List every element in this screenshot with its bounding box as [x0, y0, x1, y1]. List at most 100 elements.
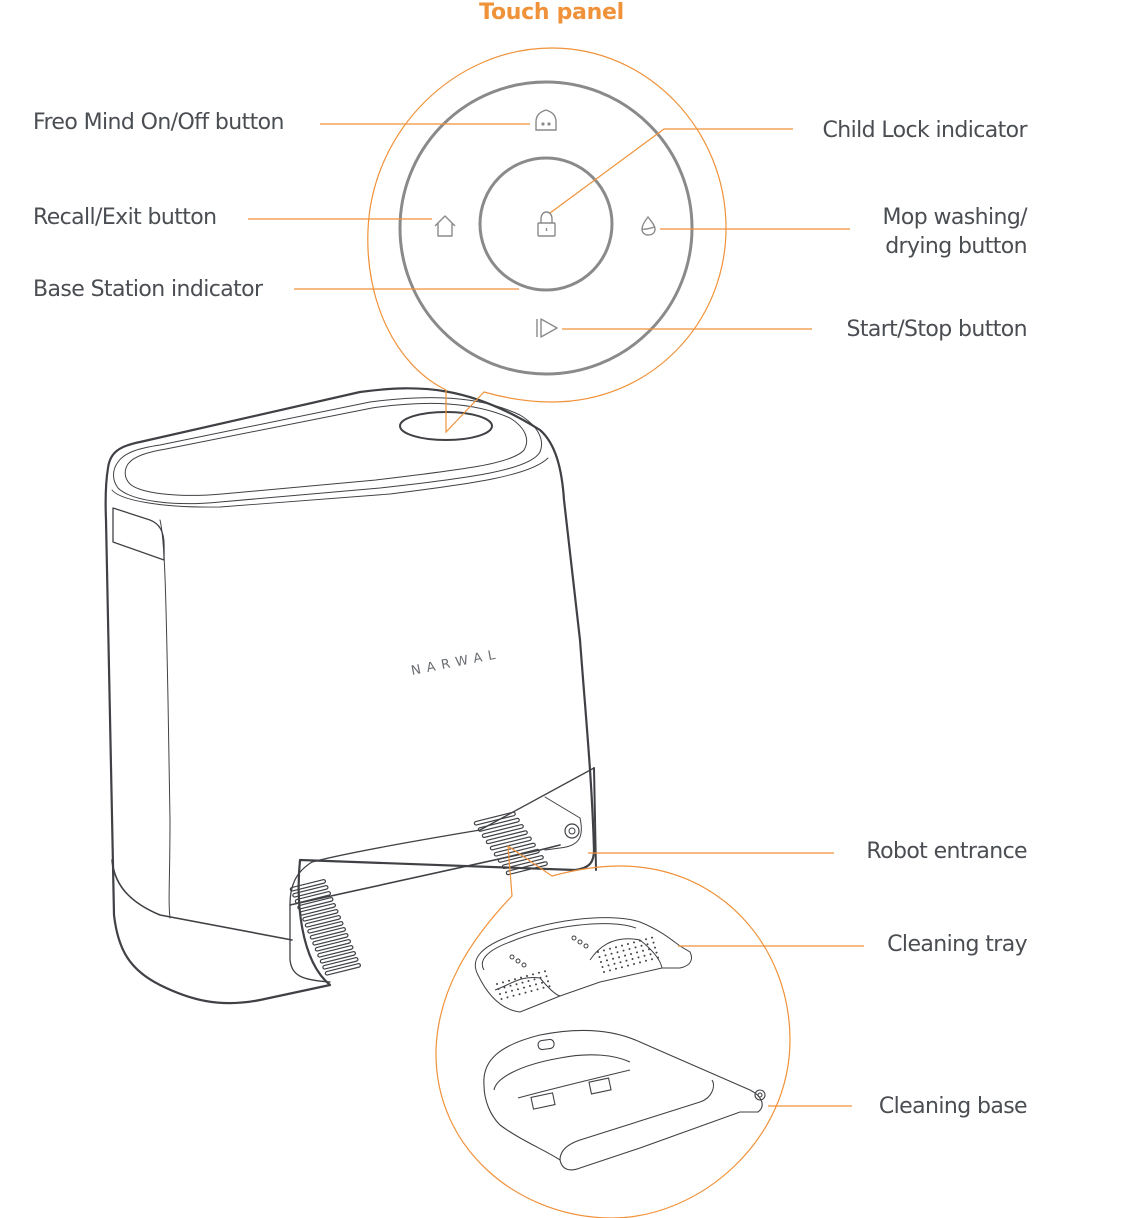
mesh-hole: [621, 944, 623, 947]
bottom-edge: [111, 859, 293, 941]
mesh-hole: [527, 980, 530, 982]
mesh-hole: [544, 970, 546, 973]
label-mop-washing-line2: drying button: [885, 234, 1027, 259]
mesh-hole: [512, 994, 515, 997]
entrance-side: [289, 861, 331, 983]
vent-slots-left: [289, 879, 362, 976]
mesh-hole: [648, 948, 650, 951]
vent-slot: [485, 830, 528, 845]
mesh-hole: [645, 938, 647, 941]
callout-bubble-top: [367, 47, 727, 434]
mesh-hole: [624, 954, 626, 957]
mesh-hole: [521, 981, 524, 984]
vent-slot: [473, 811, 516, 826]
mesh-hole: [606, 959, 608, 962]
mesh-hole: [503, 986, 506, 989]
mesh-hole: [618, 956, 620, 959]
vent-slot: [477, 817, 520, 832]
mesh-hole: [530, 990, 533, 992]
mesh-hole: [627, 943, 629, 945]
mesh-hole: [502, 981, 504, 984]
mesh-hole: [598, 956, 601, 958]
mesh-hole: [615, 946, 617, 949]
mesh-hole: [613, 962, 616, 965]
mesh-hole: [643, 954, 646, 957]
mesh-hole: [645, 959, 647, 962]
mesh-hole: [509, 984, 512, 987]
mesh-hole: [505, 991, 507, 994]
label-mop-washing-line1: Mop washing/: [882, 205, 1027, 230]
callout-bubble-bottom: [435, 844, 791, 1218]
base-station: NARWAL: [104, 387, 597, 1005]
entrance-top-edge: [311, 767, 595, 863]
mesh-hole: [651, 936, 653, 939]
touch-panel-callout: [248, 47, 850, 434]
panel-outer-ring: [398, 80, 694, 376]
mesh-hole: [523, 986, 525, 989]
mesh-hole: [500, 998, 503, 1000]
mesh-hole: [652, 941, 655, 944]
vent-slot: [302, 909, 339, 922]
mesh-hole: [625, 959, 628, 962]
mesh-hole: [508, 979, 510, 982]
mesh-hole: [538, 971, 540, 974]
mesh-hole: [526, 975, 528, 977]
label-recall-exit: Recall/Exit button: [33, 205, 217, 230]
mesh-hole: [657, 956, 659, 959]
mesh-hole: [649, 953, 652, 956]
mesh-hole: [633, 941, 635, 944]
mesh-hole: [536, 988, 539, 991]
vent-slot: [493, 842, 536, 857]
mesh-hole: [631, 958, 634, 960]
mesh-hole: [615, 967, 617, 970]
mesh-hole: [612, 957, 614, 960]
mesh-hole: [600, 961, 602, 963]
mesh-hole: [597, 951, 599, 953]
mesh-hole: [636, 951, 638, 954]
vent-slot: [481, 824, 524, 839]
mesh-hole: [637, 956, 640, 959]
mesh-hole: [545, 975, 548, 978]
mesh-hole: [499, 993, 501, 995]
vent-slot: [312, 933, 349, 946]
mesh-hole: [533, 978, 536, 981]
vent-slot: [489, 836, 532, 851]
mesh-hole: [496, 983, 498, 985]
cleaning-base: [483, 1029, 766, 1171]
panel-inner-ring: [478, 156, 614, 292]
mesh-hole: [520, 976, 522, 979]
water-drop-icon[interactable]: [641, 215, 656, 236]
vent-slot: [497, 848, 540, 863]
mesh-hole: [497, 988, 500, 990]
lid-rim-inner: [124, 402, 528, 496]
mesh-hole: [627, 964, 629, 967]
label-robot-entrance: Robot entrance: [866, 839, 1027, 864]
label-base-station: Base Station indicator: [33, 277, 263, 302]
mesh-hole: [518, 993, 521, 996]
robot-face-icon[interactable]: [535, 109, 557, 131]
mesh-hole: [651, 958, 653, 961]
cleaning-tray: [474, 917, 693, 1013]
part-leader-lines: [588, 852, 864, 1107]
mesh-hole: [616, 951, 619, 954]
play-pause-icon[interactable]: [536, 318, 558, 338]
tray-callout: [435, 844, 864, 1218]
leader-child-lock: [549, 128, 793, 214]
vent-slot: [294, 891, 332, 904]
mesh-hole: [532, 973, 534, 976]
mesh-hole: [640, 944, 643, 947]
home-icon[interactable]: [434, 215, 456, 237]
mesh-hole: [548, 985, 551, 988]
mesh-hole: [601, 966, 604, 968]
mesh-hole: [547, 980, 549, 983]
vent-slot: [319, 951, 357, 964]
mesh-hole: [654, 946, 656, 949]
lid-rim-mid: [111, 457, 549, 508]
mesh-hole: [646, 943, 649, 946]
entrance-bolt-inner: [568, 827, 576, 835]
mesh-hole: [639, 939, 641, 942]
mesh-hole: [609, 969, 611, 972]
front-seam: [159, 519, 171, 919]
